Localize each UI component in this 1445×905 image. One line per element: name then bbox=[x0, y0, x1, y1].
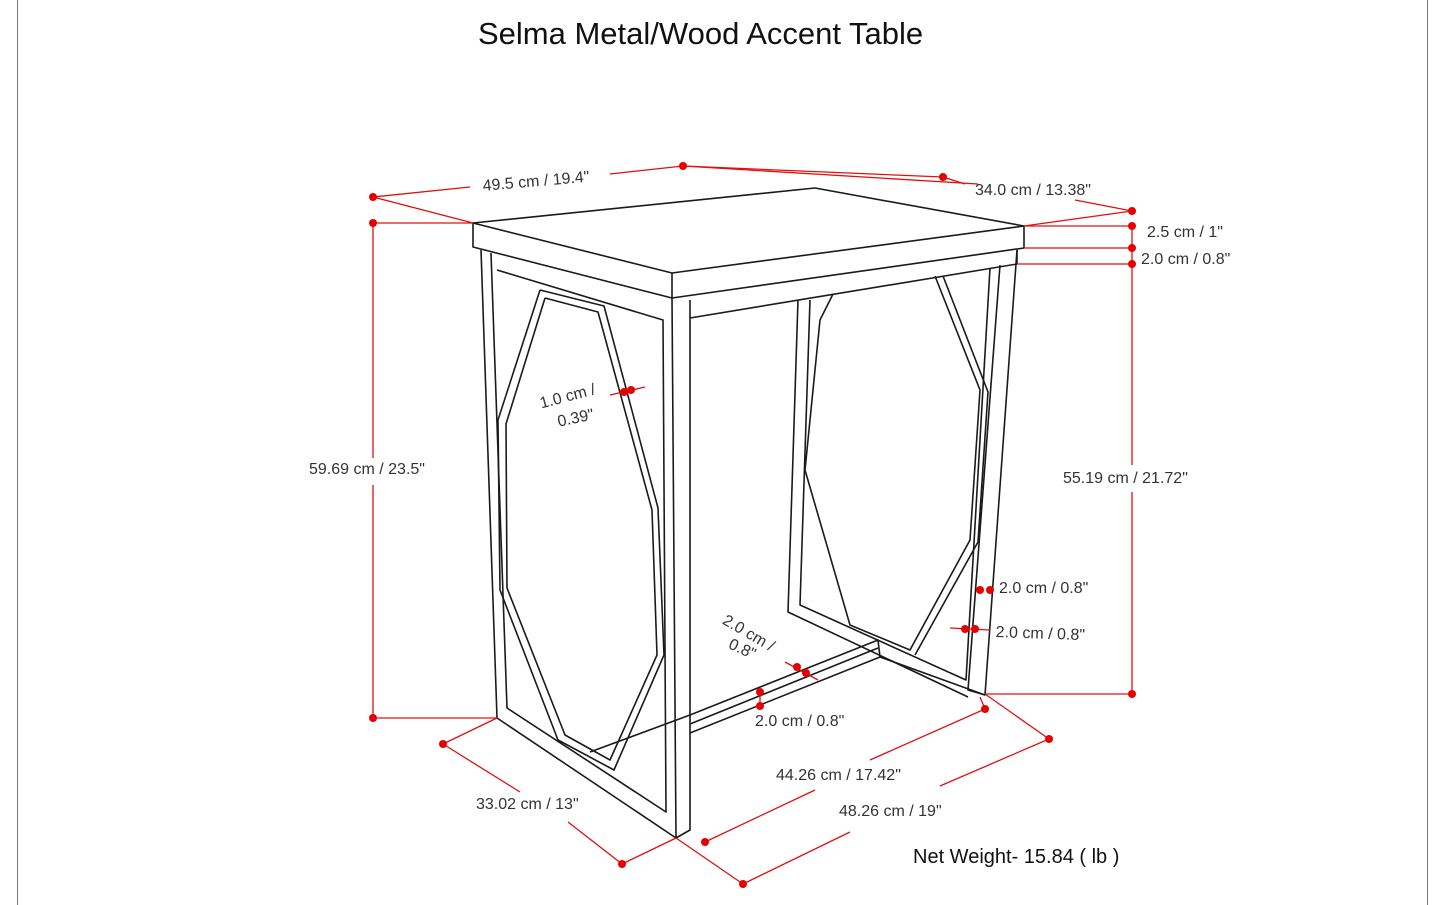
depth-top-label: 34.0 cm / 13.38" bbox=[975, 182, 1091, 199]
base-width-label: 48.26 cm / 19" bbox=[839, 803, 942, 820]
top-thickness-label: 2.5 cm / 1" bbox=[1147, 224, 1223, 241]
leg-width-label-2: 2.0 cm / 0.8" bbox=[995, 624, 1086, 645]
net-weight: Net Weight- 15.84 ( lb ) bbox=[913, 846, 1120, 868]
dimension-lines bbox=[372, 165, 1133, 885]
stretcher-height-label: 2.0 cm / 0.8" bbox=[755, 713, 845, 730]
apron-height-label: 2.0 cm / 0.8" bbox=[1141, 251, 1231, 268]
page-title: Selma Metal/Wood Accent Table bbox=[478, 16, 924, 51]
page-border-left bbox=[17, 0, 18, 905]
inner-width-label: 44.26 cm / 17.42" bbox=[776, 767, 901, 784]
leg-width-label-1: 2.0 cm / 0.8" bbox=[999, 580, 1089, 597]
base-depth-label: 33.02 cm / 13" bbox=[476, 796, 579, 813]
dimension-points bbox=[369, 162, 1136, 888]
leg-height-label: 55.19 cm / 21.72" bbox=[1063, 470, 1188, 487]
page-border-right bbox=[1427, 0, 1428, 905]
table-outline bbox=[472, 187, 1025, 839]
total-height-label: 59.69 cm / 23.5" bbox=[309, 461, 425, 478]
